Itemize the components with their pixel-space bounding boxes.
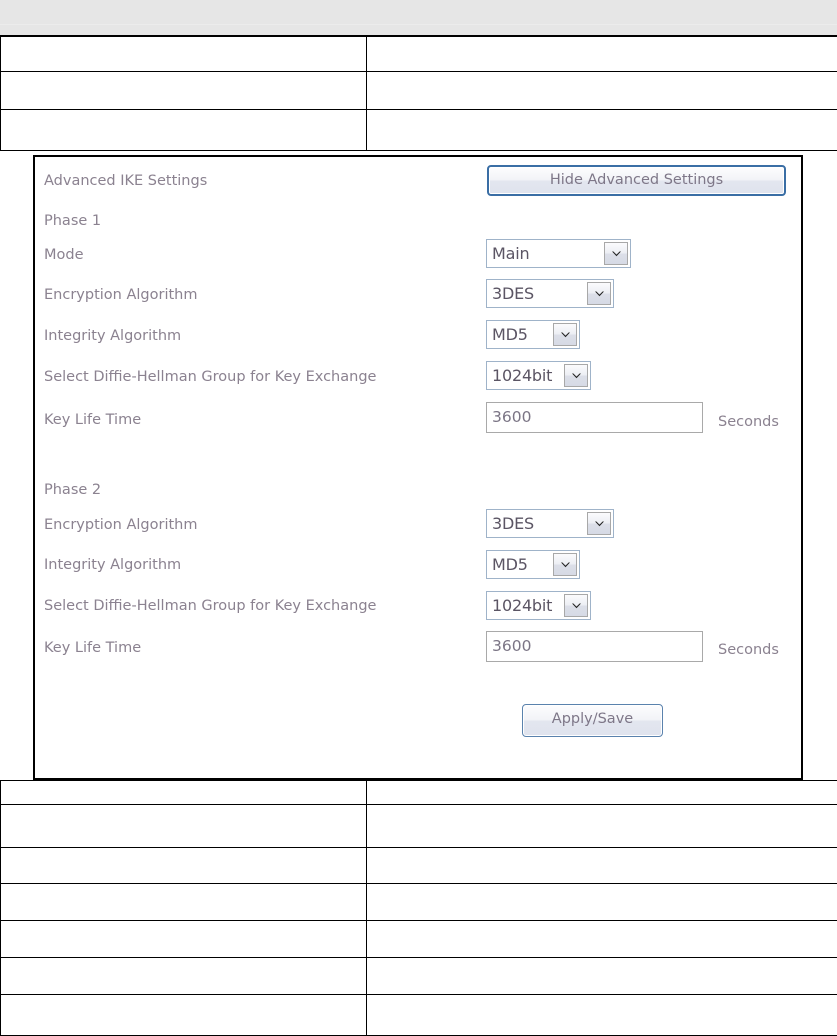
table-row [1,958,837,995]
table-cell-left [1,884,367,921]
phase1-heading: Phase 1 [44,210,101,232]
phase2-dh-select[interactable]: 1024bit [486,591,591,620]
chevron-down-icon[interactable] [587,512,611,535]
table-cell-left [1,37,367,72]
chevron-down-icon[interactable] [564,364,588,387]
table-cell-left [1,848,367,884]
chevron-down-icon[interactable] [564,594,588,617]
phase1-keylife-label: Key Life Time [44,409,141,431]
document-table-top [0,36,837,151]
phase2-encryption-value: 3DES [487,510,587,537]
phase2-encryption-select[interactable]: 3DES [486,509,614,538]
phase1-encryption-value: 3DES [487,280,587,307]
advanced-ike-settings-panel: Advanced IKE Settings Hide Advanced Sett… [33,155,803,780]
document-table-bottom [0,780,837,1036]
table-cell-left [1,72,367,110]
phase2-heading: Phase 2 [44,479,101,501]
phase2-integrity-select[interactable]: MD5 [486,550,580,579]
table-cell-left [1,995,367,1036]
table-row [1,781,837,805]
chevron-down-icon[interactable] [604,242,628,265]
phase1-dh-label: Select Diffie-Hellman Group for Key Exch… [44,366,376,388]
panel-title: Advanced IKE Settings [44,170,207,192]
phase2-keylife-label: Key Life Time [44,637,141,659]
phase1-keylife-input[interactable]: 3600 [486,402,703,433]
table-row [1,995,837,1036]
table-cell-right [367,37,837,72]
apply-save-button[interactable]: Apply/Save [522,704,663,737]
table-cell-right [367,110,837,151]
phase2-encryption-label: Encryption Algorithm [44,514,197,536]
table-cell-left [1,781,367,805]
table-row [1,921,837,958]
table-row [1,72,837,110]
phase1-dh-select[interactable]: 1024bit [486,361,591,390]
phase1-mode-label: Mode [44,244,84,266]
phase2-keylife-input[interactable]: 3600 [486,631,703,662]
chevron-down-icon[interactable] [553,323,577,346]
table-cell-right [367,921,837,958]
table-row [1,848,837,884]
table-cell-right [367,884,837,921]
table-row [1,884,837,921]
table-row [1,805,837,848]
table-cell-left [1,805,367,848]
phase2-dh-value: 1024bit [487,592,564,619]
phase1-mode-select[interactable]: Main [486,239,631,268]
phase1-encryption-select[interactable]: 3DES [486,279,614,308]
phase2-keylife-unit: Seconds [718,639,779,661]
header-band-divider [0,24,837,25]
table-cell-left [1,921,367,958]
chevron-down-icon[interactable] [553,553,577,576]
phase1-integrity-select[interactable]: MD5 [486,320,580,349]
table-cell-left [1,958,367,995]
hide-advanced-settings-button[interactable]: Hide Advanced Settings [487,165,786,196]
table-cell-right [367,848,837,884]
table-row [1,110,837,151]
table-row [1,37,837,72]
table-cell-left [1,110,367,151]
table-cell-right [367,72,837,110]
chevron-down-icon[interactable] [587,282,611,305]
phase2-integrity-label: Integrity Algorithm [44,554,181,576]
page-header-band [0,0,837,36]
phase1-integrity-label: Integrity Algorithm [44,325,181,347]
phase2-integrity-value: MD5 [487,551,553,578]
table-cell-right [367,805,837,848]
phase1-integrity-value: MD5 [487,321,553,348]
table-cell-right [367,958,837,995]
table-cell-right [367,995,837,1036]
phase1-keylife-unit: Seconds [718,411,779,433]
phase1-mode-value: Main [487,240,604,267]
phase1-dh-value: 1024bit [487,362,564,389]
table-cell-right [367,781,837,805]
phase1-encryption-label: Encryption Algorithm [44,284,197,306]
phase2-dh-label: Select Diffie-Hellman Group for Key Exch… [44,595,376,617]
